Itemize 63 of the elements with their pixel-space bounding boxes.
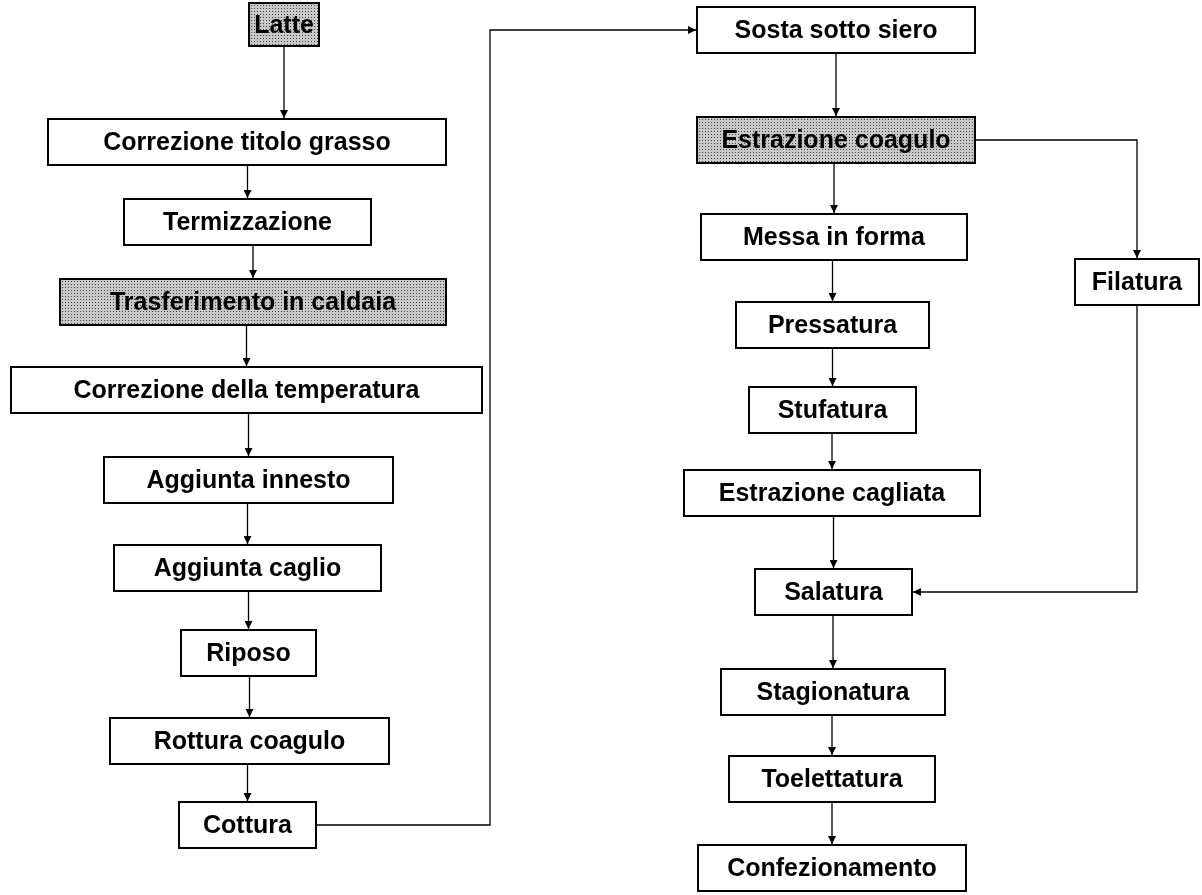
process-box: [103, 456, 394, 504]
process-box: [696, 6, 976, 54]
process-box: [754, 568, 913, 616]
arrow: [280, 46, 288, 119]
arrow: [829, 516, 838, 569]
process-box: [696, 116, 976, 164]
step-label: Aggiunta caglio: [153, 552, 342, 584]
step-label: Toelettatura: [761, 763, 903, 795]
process-box: [180, 629, 317, 677]
arrow: [828, 433, 836, 470]
process-box: [1074, 258, 1200, 306]
arrow: [243, 764, 252, 802]
arrow: [828, 348, 837, 387]
process-box: [248, 2, 320, 47]
process-box: [10, 366, 483, 414]
step-label: Stufatura: [777, 394, 888, 426]
step-label: Salatura: [784, 576, 883, 608]
step-label: Cottura: [203, 809, 292, 841]
arrow: [912, 305, 1138, 596]
arrow: [244, 591, 253, 630]
process-box: [700, 213, 968, 261]
process-box: [728, 755, 936, 803]
process-box: [47, 118, 447, 166]
process-box: [735, 301, 930, 349]
process-box: [59, 278, 447, 326]
step-label: Sosta sotto siero: [734, 14, 938, 46]
step-label: Stagionatura: [756, 676, 910, 708]
arrow: [243, 503, 252, 545]
arrow: [829, 615, 837, 669]
arrow: [828, 260, 837, 302]
step-label: Messa in forma: [743, 221, 925, 253]
step-label: Riposo: [206, 637, 291, 669]
arrow: [316, 26, 697, 826]
process-box: [748, 386, 917, 434]
step-label: Estrazione coagulo: [721, 124, 951, 156]
process-box: [720, 668, 946, 716]
arrow: [975, 139, 1141, 259]
arrow: [245, 676, 254, 718]
step-label: Confezionamento: [727, 852, 937, 884]
process-box: [123, 198, 372, 246]
process-box: [683, 469, 981, 517]
step-label: Latte: [254, 8, 314, 40]
step-label: Termizzazione: [163, 206, 332, 238]
process-box: [697, 844, 967, 892]
step-label: Correzione della temperatura: [73, 374, 420, 406]
step-label: Trasferimento in caldaia: [109, 286, 397, 318]
arrow: [832, 53, 840, 117]
step-label: Correzione titolo grasso: [103, 126, 391, 158]
step-label: Filatura: [1091, 266, 1183, 298]
arrow: [244, 413, 253, 457]
step-label: Pressatura: [767, 309, 898, 341]
arrow: [828, 802, 836, 845]
arrow: [249, 245, 257, 279]
arrow: [828, 715, 836, 756]
arrow: [243, 165, 252, 199]
process-box: [109, 717, 390, 765]
arrow: [242, 325, 251, 367]
step-label: Aggiunta innesto: [146, 464, 351, 496]
arrow: [830, 163, 838, 214]
process-box: [178, 801, 317, 849]
process-box: [113, 544, 382, 592]
step-label: Estrazione cagliata: [718, 477, 946, 509]
step-label: Rottura coagulo: [153, 725, 346, 757]
